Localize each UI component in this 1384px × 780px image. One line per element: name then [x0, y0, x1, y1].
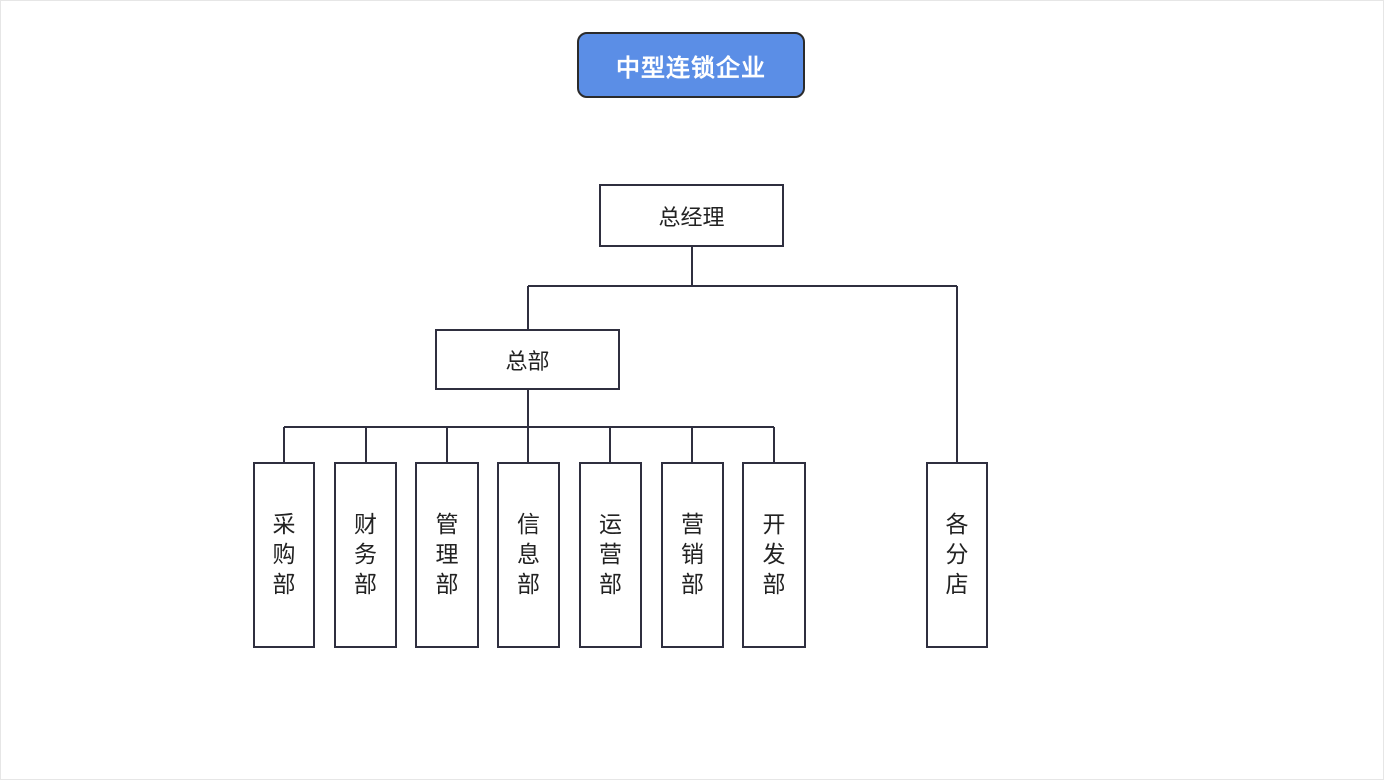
node-dept-management-label: 管理部 [435, 512, 459, 598]
node-dept-information-label: 信息部 [517, 512, 540, 598]
node-general-manager-label: 总经理 [658, 205, 725, 231]
node-dept-information: 信息部 [497, 462, 560, 648]
diagram-title: 中型连锁企业 [577, 32, 805, 98]
node-headquarters-label: 总部 [505, 349, 550, 375]
node-dept-finance: 财务部 [334, 462, 397, 648]
node-dept-purchasing: 采购部 [253, 462, 315, 648]
node-dept-operations-label: 运营部 [599, 512, 622, 598]
node-branches-label: 各分店 [945, 512, 969, 598]
node-branches: 各分店 [926, 462, 988, 648]
node-general-manager: 总经理 [599, 184, 784, 247]
node-dept-marketing-label: 营销部 [681, 512, 704, 598]
node-dept-purchasing-label: 采购部 [272, 512, 296, 598]
node-dept-marketing: 营销部 [661, 462, 724, 648]
node-dept-finance-label: 财务部 [354, 512, 377, 598]
node-headquarters: 总部 [435, 329, 620, 390]
node-dept-operations: 运营部 [579, 462, 642, 648]
node-dept-development-label: 开发部 [762, 512, 786, 598]
node-dept-development: 开发部 [742, 462, 806, 648]
node-dept-management: 管理部 [415, 462, 479, 648]
